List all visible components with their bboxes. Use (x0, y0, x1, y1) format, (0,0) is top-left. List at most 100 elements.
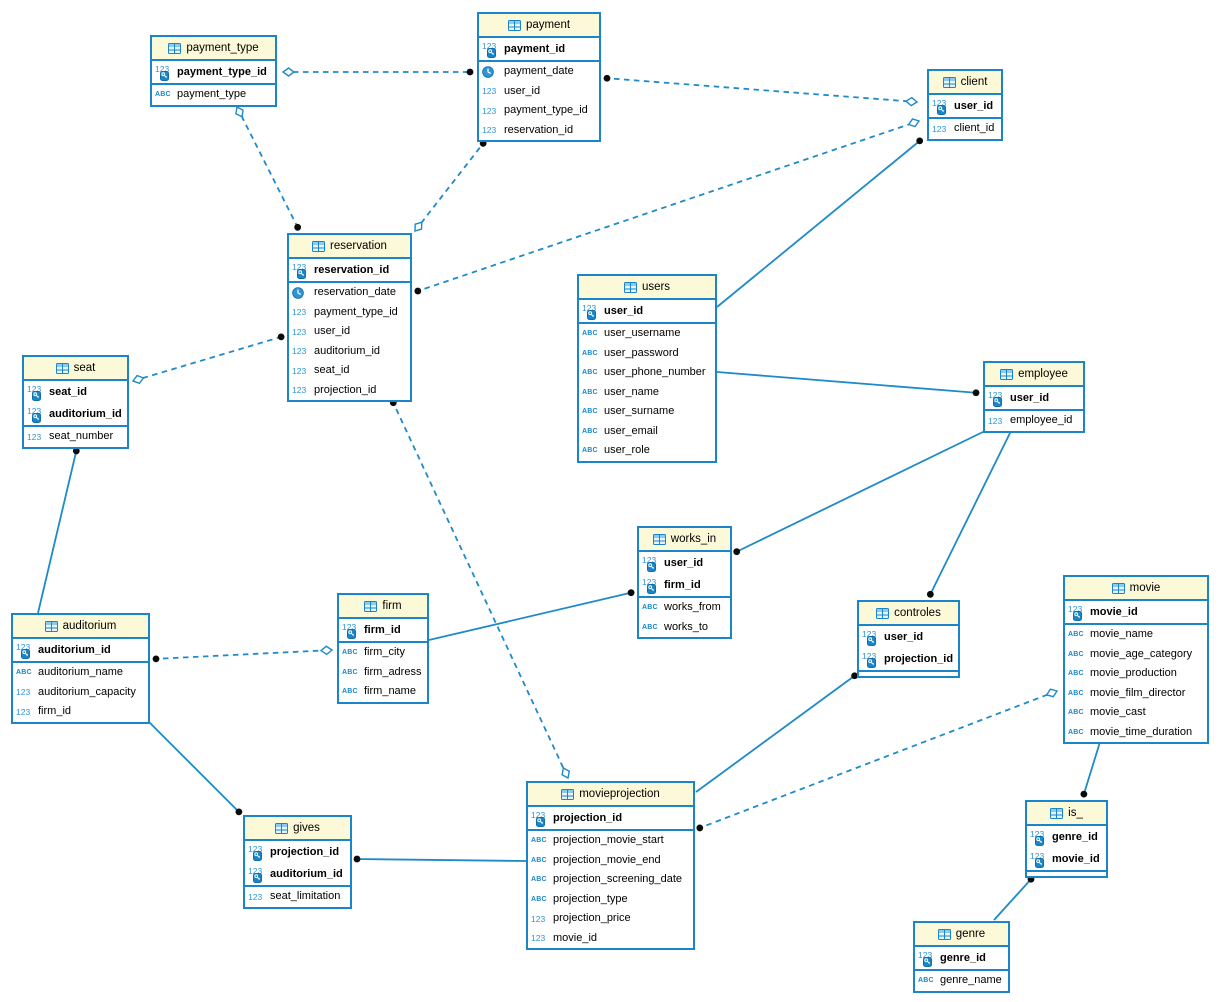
table-header[interactable]: auditorium (13, 615, 148, 639)
table-header[interactable]: movieprojection (528, 783, 693, 807)
table-header[interactable]: works_in (639, 528, 730, 552)
column-row[interactable]: reservation_date (289, 283, 410, 303)
table-header[interactable]: movie (1065, 577, 1207, 601)
relationship-auditorium-gives (145, 718, 242, 815)
table-header[interactable]: seat (24, 357, 127, 381)
table-header[interactable]: is_ (1027, 802, 1106, 826)
table-header[interactable]: employee (985, 363, 1083, 387)
table-header[interactable]: genre (915, 923, 1008, 947)
table-header[interactable]: controles (859, 602, 958, 626)
table-header[interactable]: firm (339, 595, 427, 619)
table-header[interactable]: users (579, 276, 715, 300)
table-header[interactable]: reservation (289, 235, 410, 259)
table-header[interactable]: gives (245, 817, 350, 841)
table-title: client (960, 76, 988, 88)
column-name: payment_type (177, 88, 247, 101)
table-header[interactable]: payment_type (152, 37, 275, 61)
column-row[interactable]: payment_date (479, 62, 599, 82)
table-header[interactable]: client (929, 71, 1001, 95)
table-header[interactable]: payment (479, 14, 599, 38)
numeric-type-icon: 123 (292, 307, 307, 318)
